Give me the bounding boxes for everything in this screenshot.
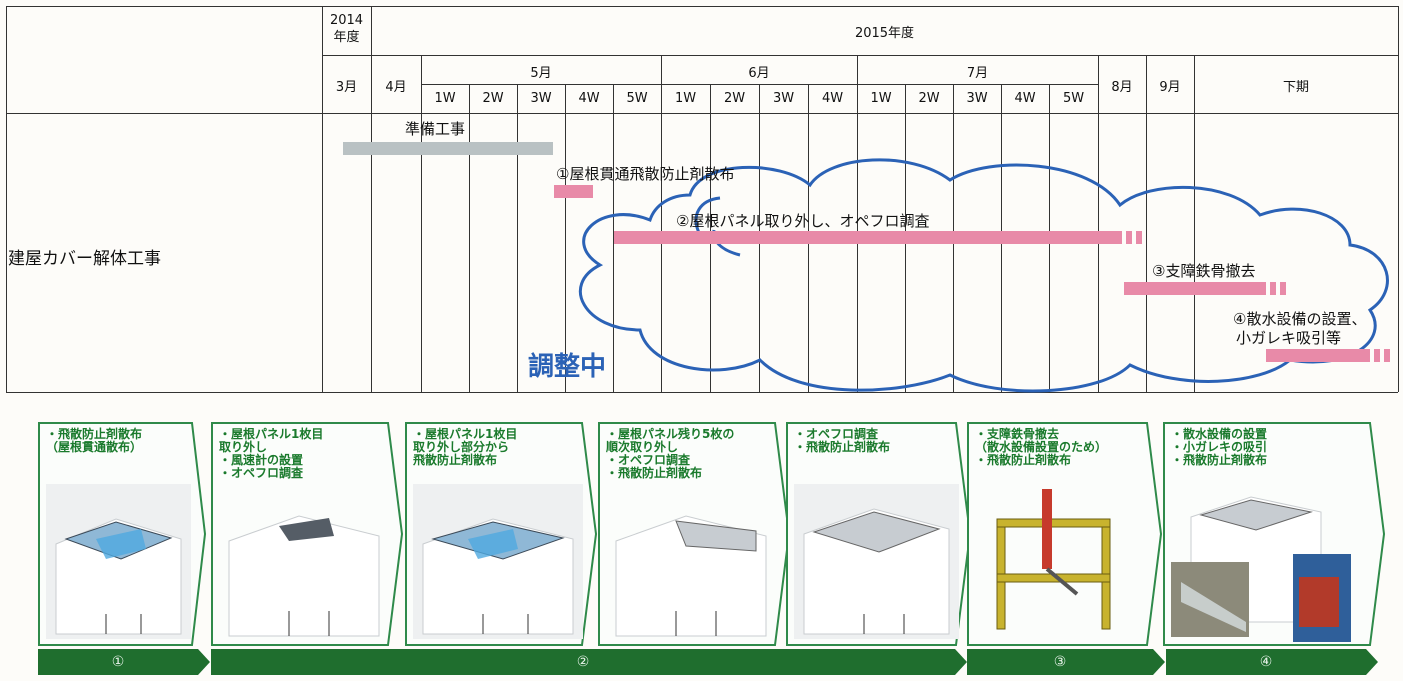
step-panel-text: ・散水設備の設置 ・小ガレキの吸引 ・飛散防止剤散布	[1171, 427, 1268, 467]
month-jul: 7月	[966, 66, 989, 81]
step-panel-4: ・屋根パネル残り5枚の 順次取り外し ・オペフロ調査 ・飛散防止剤散布	[598, 422, 790, 646]
grid-line	[322, 6, 323, 392]
grid-line	[1194, 55, 1195, 392]
month-jun: 6月	[748, 66, 770, 81]
month-mar: 3月	[335, 80, 358, 95]
week-label: 3W	[772, 91, 795, 106]
grid-line	[857, 55, 858, 392]
task-2-label: ②屋根パネル取り外し、オペフロ調査	[676, 212, 930, 230]
panel-frame	[967, 422, 1162, 646]
week-label: 4W	[821, 91, 844, 106]
task-prep-label: 準備工事	[405, 120, 466, 138]
task-4-label-line2: 小ガレキ吸引等	[1236, 329, 1342, 347]
month-apr: 4月	[385, 80, 407, 95]
step-panel-1: ・飛散防止剤散布 （屋根貫通散布）	[38, 422, 206, 646]
step-panel-text: ・支障鉄骨撤去 （散水設備設置のため） ・飛散防止剤散布	[975, 427, 1108, 467]
task-prep-bar	[343, 142, 553, 155]
task-1-bar	[554, 185, 593, 198]
grid-line	[6, 113, 1398, 114]
grid-line	[1146, 55, 1147, 392]
fiscal-year-2015: 2015年度	[854, 26, 915, 41]
step-panel-3: ・屋根パネル1枚目 取り外し部分から 飛散防止剤散布	[405, 422, 597, 646]
task-2-bar	[614, 231, 1122, 244]
second-half: 下期	[1282, 80, 1309, 95]
task-4-bar-dash	[1384, 349, 1390, 362]
week-label: 1W	[434, 91, 456, 106]
week-label: 3W	[530, 91, 552, 106]
grid-line	[421, 55, 422, 392]
grid-line	[1098, 55, 1099, 392]
week-label: 2W	[482, 91, 504, 106]
task-3-label: ③支障鉄骨撤去	[1152, 262, 1256, 280]
grid-line	[517, 84, 518, 392]
grid-line	[565, 84, 566, 392]
grid-line	[6, 392, 1398, 393]
task-2-bar-dash	[1126, 231, 1132, 244]
task-4-label-line1: ④散水設備の設置、	[1233, 310, 1367, 328]
task-4-bar-dash	[1374, 349, 1380, 362]
week-label: 3W	[966, 91, 988, 106]
grid-line	[613, 84, 614, 392]
week-label: 2W	[723, 91, 746, 106]
week-label: 4W	[1014, 91, 1036, 106]
week-label: 5W	[626, 91, 648, 106]
step-panel-text: ・飛散防止剤散布 （屋根貫通散布）	[46, 427, 143, 454]
step-panel-7: ・散水設備の設置 ・小ガレキの吸引 ・飛散防止剤散布	[1163, 422, 1385, 646]
task-1-label: ①屋根貫通飛散防止剤散布	[556, 165, 735, 183]
month-sep: 9月	[1159, 80, 1181, 95]
week-label: 2W	[918, 91, 940, 106]
week-label: 1W	[870, 91, 892, 106]
month-aug: 8月	[1111, 80, 1133, 95]
phase-3: ③	[967, 649, 1165, 675]
step-panel-text: ・屋根パネル1枚目 取り外し ・風速計の設置 ・オペフロ調査	[219, 427, 324, 480]
cloud-label: 調整中	[528, 352, 607, 382]
building-illustration	[46, 484, 191, 639]
building-illustration	[794, 484, 959, 639]
fiscal-year-2014: 2014 年度	[329, 13, 364, 45]
row-title: 建屋カバー解体工事	[8, 249, 161, 269]
grid-line	[6, 6, 1398, 7]
building-illustration	[228, 515, 380, 637]
grid-line	[661, 55, 662, 392]
adjustment-cloud	[579, 158, 1389, 393]
phase-1: ①	[38, 649, 210, 675]
task-3-bar-dash	[1270, 282, 1276, 295]
phase-4: ④	[1166, 649, 1378, 675]
week-label: 4W	[578, 91, 600, 106]
month-may: 5月	[530, 66, 552, 81]
step-panel-6: ・支障鉄骨撤去 （散水設備設置のため） ・飛散防止剤散布	[967, 422, 1162, 646]
task-3-bar-dash	[1280, 282, 1286, 295]
step-panel-text: ・オペフロ調査 ・飛散防止剤散布	[794, 427, 891, 454]
task-2-bar-dash	[1136, 231, 1142, 244]
grid-line	[371, 6, 372, 392]
task-3-bar	[1124, 282, 1266, 295]
task-4-bar	[1266, 349, 1370, 362]
week-label: 1W	[674, 91, 697, 106]
step-panel-2: ・屋根パネル1枚目 取り外し ・風速計の設置 ・オペフロ調査	[211, 422, 403, 646]
building-illustration	[615, 515, 767, 637]
step-panel-text: ・屋根パネル1枚目 取り外し部分から 飛散防止剤散布	[413, 427, 518, 467]
steel-frame-illustration	[996, 489, 1111, 630]
phase-2: ②	[211, 649, 967, 675]
building-illustration	[413, 484, 583, 639]
step-panel-text: ・屋根パネル残り5枚の 順次取り外し ・オペフロ調査 ・飛散防止剤散布	[606, 427, 735, 480]
grid-line	[1398, 6, 1399, 392]
step-panel-5: ・オペフロ調査 ・飛散防止剤散布	[786, 422, 971, 646]
week-label: 5W	[1062, 91, 1085, 106]
building-illustration	[1171, 496, 1351, 642]
grid-line	[6, 6, 7, 392]
grid-line	[322, 55, 1398, 56]
grid-line	[469, 84, 470, 392]
